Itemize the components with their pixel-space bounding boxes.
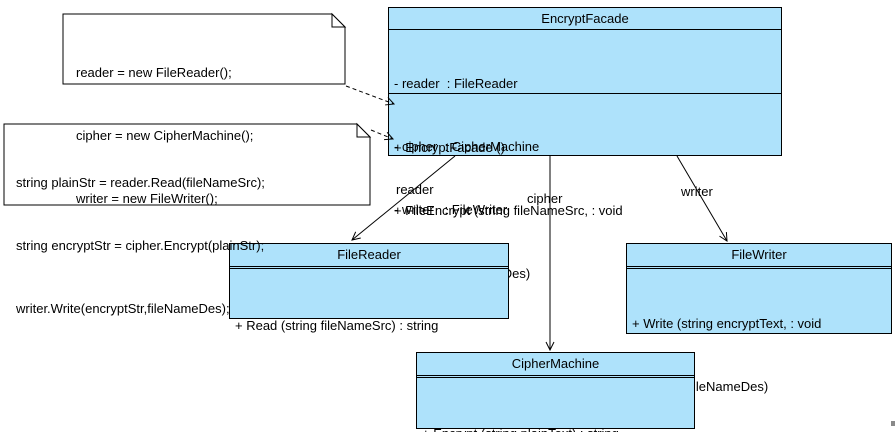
method-read: + Read (string fileNameSrc) : string — [235, 318, 439, 333]
method-constructor: + EncryptFacade () — [394, 140, 505, 155]
note-anchor-line-constructor — [345, 85, 396, 106]
attributes-compartment: - reader : FileReader - cipher : CipherM… — [389, 29, 781, 217]
note-line: string encryptStr = cipher.Encrypt(plain… — [16, 238, 265, 253]
method-encrypt: + Encrypt (string plainText) : string — [422, 423, 692, 432]
attribute-reader: - reader : FileReader — [394, 76, 518, 91]
class-box-ciphermachine: CipherMachine + Encrypt (string plainTex… — [416, 352, 695, 432]
class-name-filewriter: FileWriter — [731, 247, 787, 262]
attributes-compartment-empty — [230, 266, 508, 268]
class-box-filewriter: FileWriter + Write (string encryptText, … — [626, 243, 892, 394]
methods-compartment: + Encrypt (string plainText) : string — [417, 377, 694, 432]
edge-label-cipher: cipher — [527, 191, 563, 206]
note-fold-corner-icon — [331, 12, 347, 28]
attribute-cipher: - cipher : CipherMachine — [394, 139, 540, 154]
methods-compartment: + Read (string fileNameSrc) : string — [230, 268, 508, 378]
class-name-encryptfacade: EncryptFacade — [541, 11, 629, 26]
class-box-filereader: FileReader + Read (string fileNameSrc) :… — [229, 243, 509, 333]
attributes-compartment-empty — [627, 266, 891, 268]
note-line: reader = new FileReader(); — [76, 65, 232, 80]
edge-label-writer: writer — [681, 184, 713, 199]
method-fileencrypt: + FileEncrypt (string fileNameSrc, : voi… — [394, 203, 623, 218]
note-fileencrypt-code: string plainStr = reader.Read(fileNameSr… — [16, 130, 265, 361]
class-box-encryptfacade: EncryptFacade - reader : FileReader - ci… — [388, 7, 782, 281]
note-fold-corner-icon — [356, 122, 372, 138]
note-line: string plainStr = reader.Read(fileNameSr… — [16, 175, 265, 190]
edge-label-reader: reader — [396, 182, 434, 197]
class-name-filereader: FileReader — [337, 247, 401, 262]
method-write: + Write (string encryptText, : void — [632, 316, 822, 331]
attributes-compartment-empty — [417, 375, 694, 377]
class-name-ciphermachine: CipherMachine — [511, 356, 600, 371]
resize-handle-mark — [891, 421, 895, 426]
note-line: writer.Write(encryptStr,fileNameDes); — [16, 301, 230, 316]
